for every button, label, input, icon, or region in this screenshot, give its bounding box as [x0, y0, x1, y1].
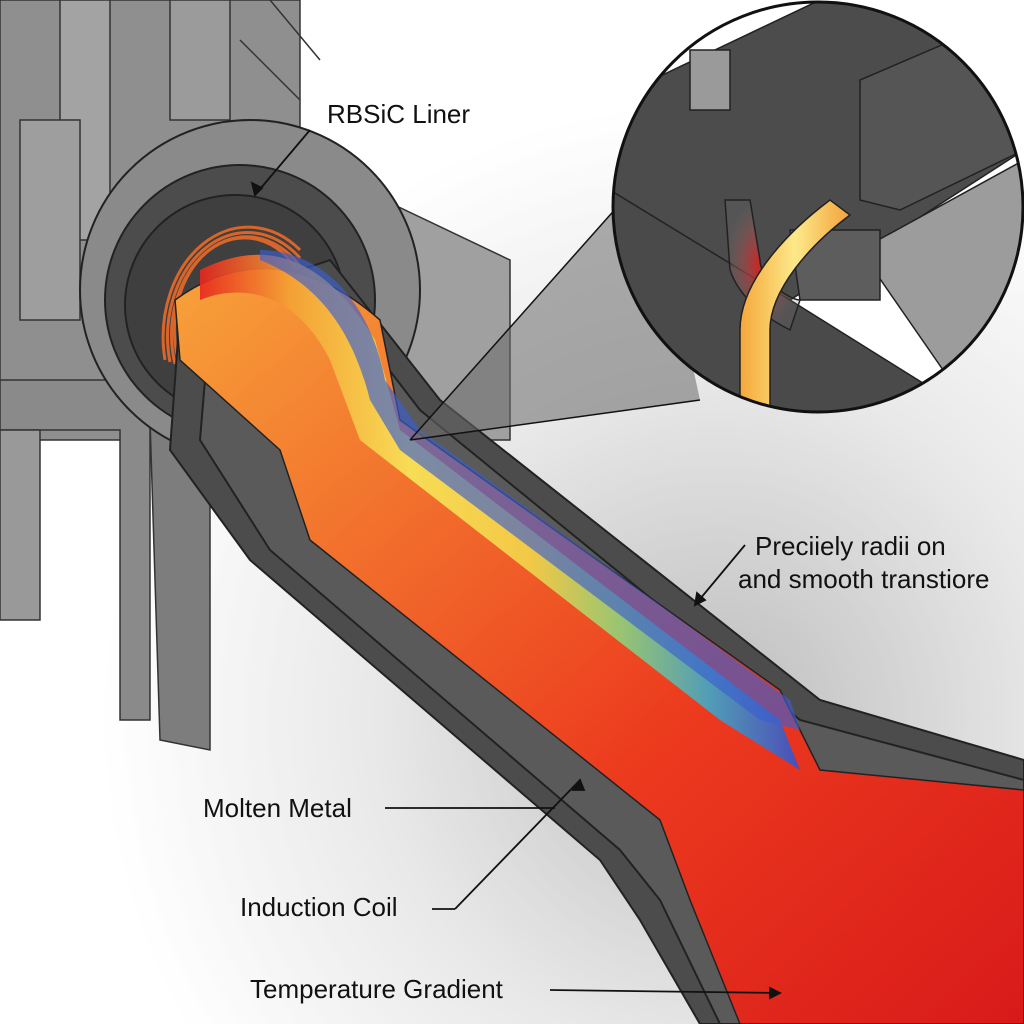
label-radii-line1: Preciiely radii on: [755, 531, 946, 561]
detail-inset: [611, 0, 1024, 414]
molten-metal-flow: [174, 250, 1024, 1024]
leader-radii: [694, 544, 746, 606]
label-temperature-gradient: Temperature Gradient: [250, 974, 503, 1004]
label-molten-metal: Molten Metal: [203, 793, 352, 823]
cool-zone: [260, 250, 800, 730]
leader-temperature-gradient: [549, 989, 781, 994]
inset-metal-stream: [739, 199, 852, 412]
leader-lines: [250, 129, 783, 1000]
label-induction-coil: Induction Coil: [240, 892, 398, 922]
induction-coil-rings: [161, 225, 302, 367]
label-radii-line2: and smooth transtiore: [738, 564, 990, 594]
leader-liner: [254, 129, 311, 196]
inset-border: [611, 0, 1024, 414]
label-rbsic-liner: RBSiC Liner: [327, 99, 471, 129]
